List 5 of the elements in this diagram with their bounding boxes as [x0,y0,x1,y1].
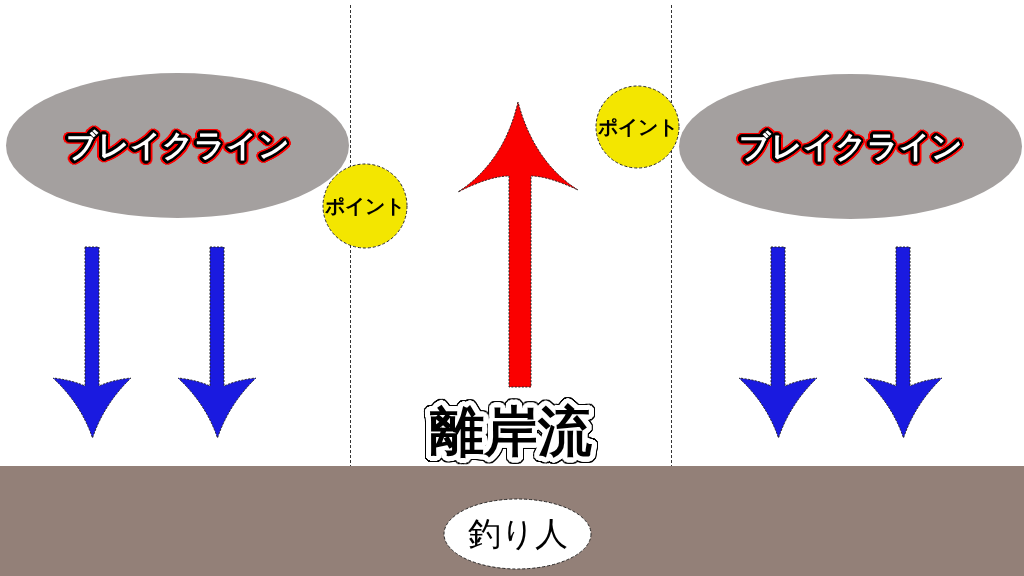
circle-node: ポイント [322,163,408,249]
shore-band [0,466,1024,576]
ellipse-node: 釣り人 [443,498,592,570]
circle-node: ポイント [595,85,680,169]
ellipse-node: ブレイクライン [678,73,1023,220]
